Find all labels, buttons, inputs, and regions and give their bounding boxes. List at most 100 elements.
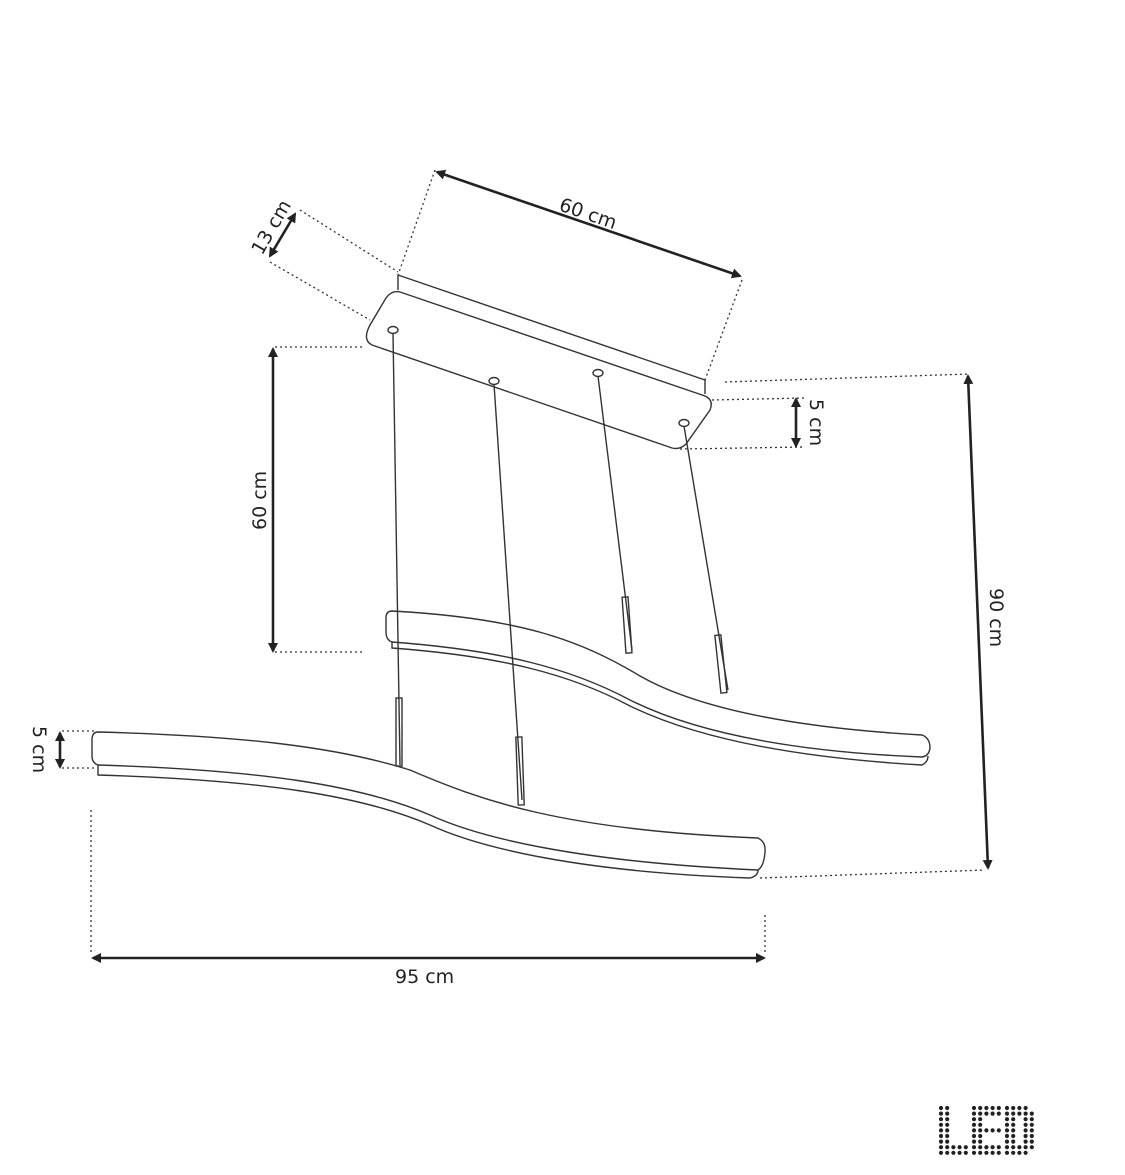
canopy-length-arrow (435, 169, 742, 279)
logo-dot (1017, 1105, 1022, 1111)
logo-dot (1011, 1150, 1016, 1155)
logo-dot (971, 1117, 977, 1122)
logo-dot (1004, 1145, 1010, 1150)
logo-dot (1029, 1117, 1034, 1122)
logo-dot (1004, 1105, 1010, 1111)
logo-dot (957, 1150, 962, 1155)
logo-dot (1023, 1128, 1028, 1133)
logo-dot (938, 1128, 944, 1133)
logo-dot (945, 1105, 950, 1111)
logo-dot (938, 1122, 944, 1127)
logo-dot (1004, 1150, 1010, 1155)
canopy-width-arrow (268, 212, 297, 258)
canopy-width-label: 13 cm (247, 196, 296, 258)
logo-dot (971, 1139, 977, 1144)
logo-dot (971, 1133, 977, 1139)
logo-dot (978, 1105, 983, 1111)
logo-dot (951, 1145, 956, 1150)
logo-dot (990, 1145, 995, 1150)
logo-dot (978, 1139, 983, 1144)
logo-dot (990, 1150, 995, 1155)
logo-dot (945, 1150, 950, 1155)
canopy-height-label: 5 cm (805, 399, 827, 446)
suspension-wires (392, 332, 729, 806)
logo-dot (938, 1150, 944, 1155)
logo-dot (1011, 1145, 1016, 1150)
logo-dot (945, 1111, 950, 1116)
logo-dot (1023, 1133, 1028, 1139)
logo-dot (938, 1117, 944, 1122)
led-logo (938, 1105, 1034, 1155)
extension-lines (62, 169, 986, 955)
logo-dot (996, 1145, 1001, 1150)
logo-dot (938, 1139, 944, 1144)
logo-dot (1023, 1122, 1028, 1127)
logo-dot (1011, 1117, 1016, 1122)
logo-dot (996, 1128, 1001, 1133)
logo-dot (1029, 1133, 1034, 1139)
logo-dot (984, 1150, 989, 1155)
logo-dot (996, 1105, 1001, 1111)
logo-dot (971, 1122, 977, 1127)
logo-dot (938, 1111, 944, 1116)
logo-dot (1029, 1122, 1034, 1127)
logo-dot (1023, 1105, 1028, 1111)
logo-dot (945, 1128, 950, 1133)
logo-dot (1023, 1150, 1028, 1155)
logo-dot (990, 1128, 995, 1133)
logo-dot (945, 1117, 950, 1122)
logo-dot (984, 1145, 989, 1150)
logo-dot (957, 1145, 962, 1150)
ceiling-canopy (365, 274, 712, 450)
logo-dot (963, 1150, 968, 1155)
bar-height-label: 5 cm (28, 726, 50, 773)
logo-dot (1004, 1117, 1010, 1122)
logo-dot (971, 1145, 977, 1150)
logo-dot (978, 1150, 983, 1155)
logo-dot (1011, 1111, 1016, 1116)
dimension-arrows (55, 169, 993, 963)
logo-dot (971, 1105, 977, 1111)
logo-dot (1029, 1139, 1034, 1144)
logo-dot (996, 1111, 1001, 1116)
logo-dot (978, 1122, 983, 1127)
logo-dot (978, 1133, 983, 1139)
total-height-arrow (963, 374, 993, 870)
logo-dot (1023, 1139, 1028, 1144)
logo-dot (1017, 1111, 1022, 1116)
logo-dot (1004, 1128, 1010, 1133)
logo-dot (978, 1111, 983, 1116)
logo-dot (978, 1117, 983, 1122)
logo-dot (971, 1128, 977, 1133)
upper-led-bar (385, 610, 931, 766)
bar-length-label: 95 cm (395, 966, 454, 988)
logo-dot (1011, 1128, 1016, 1133)
logo-dot (945, 1145, 950, 1150)
logo-dot (996, 1150, 1001, 1155)
logo-dot (938, 1145, 944, 1150)
logo-dot (1017, 1150, 1022, 1155)
lower-led-bar (91, 731, 766, 879)
logo-dot (990, 1111, 995, 1116)
logo-dot (1011, 1105, 1016, 1111)
logo-dot (1004, 1133, 1010, 1139)
logo-dot (945, 1133, 950, 1139)
logo-dot (984, 1105, 989, 1111)
logo-dot (1029, 1128, 1034, 1133)
logo-dot (1023, 1145, 1028, 1150)
logo-dot (990, 1105, 995, 1111)
logo-dot (1023, 1117, 1028, 1122)
logo-dot (1011, 1139, 1016, 1144)
logo-dot (1004, 1122, 1010, 1127)
logo-dot (984, 1128, 989, 1133)
logo-dot (984, 1111, 989, 1116)
logo-dot (1011, 1122, 1016, 1127)
logo-dot (945, 1122, 950, 1127)
logo-dot (1011, 1133, 1016, 1139)
logo-dot (938, 1133, 944, 1139)
logo-dot (1004, 1111, 1010, 1116)
logo-dot (1017, 1145, 1022, 1150)
logo-dot (963, 1145, 968, 1150)
logo-dot (938, 1105, 944, 1111)
